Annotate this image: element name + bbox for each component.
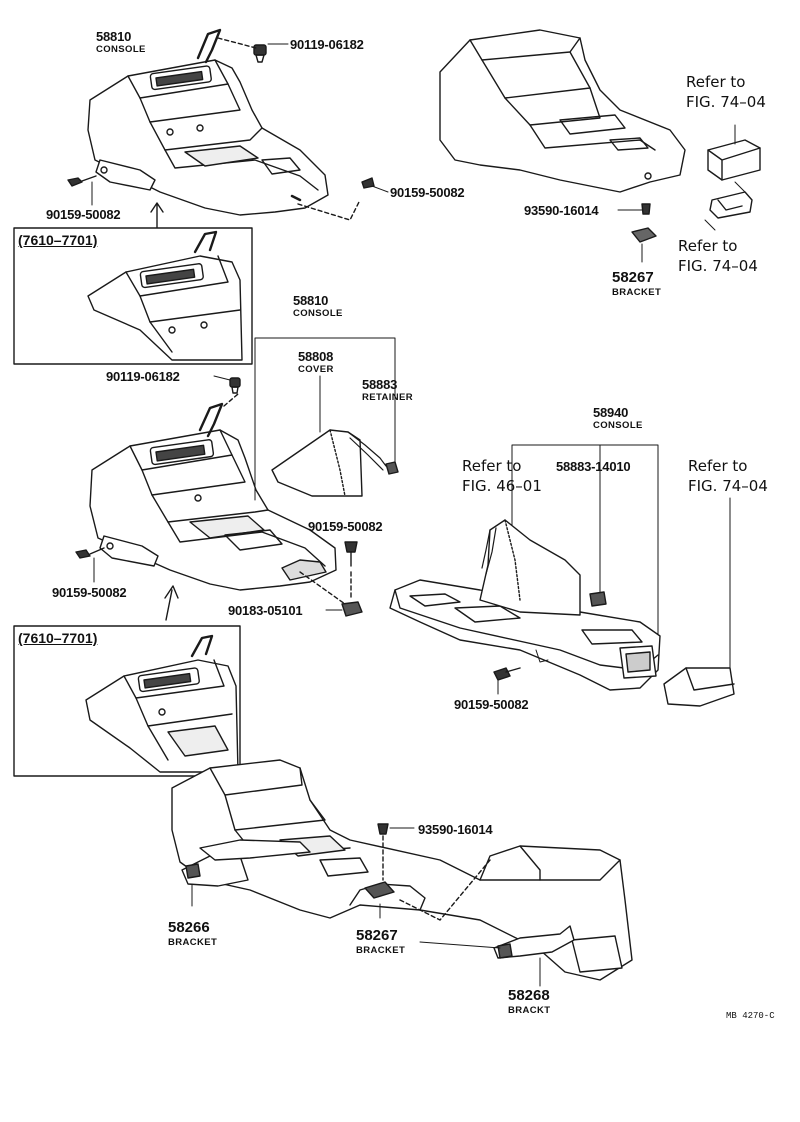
bracket-58266-desc: BRACKET bbox=[168, 937, 218, 948]
retainer-58883-number: 58883 bbox=[362, 377, 398, 392]
refer-74-right-line2: FIG. 74–04 bbox=[688, 477, 768, 495]
screw-middle-left-part-number: 90159-50082 bbox=[52, 585, 127, 600]
bracket-tr-number: 58267 bbox=[612, 269, 654, 286]
console-58810-middle-number: 58810 bbox=[293, 293, 329, 308]
bracket-58267-number: 58267 bbox=[356, 927, 398, 944]
refer-46-line2: FIG. 46–01 bbox=[462, 477, 542, 495]
console-58810-middle-illustration bbox=[75, 375, 363, 621]
console-58810-middle-desc: CONSOLE bbox=[293, 308, 343, 319]
console-58940-desc: CONSOLE bbox=[593, 420, 643, 431]
console-top-right-illustration bbox=[439, 29, 761, 263]
inset-middle-label: (7610–7701) bbox=[18, 630, 98, 646]
inset-7610-7701-top bbox=[13, 227, 253, 365]
bolt-top-part-number: 90119-06182 bbox=[290, 37, 364, 52]
refer-74-right-line1: Refer to bbox=[688, 457, 748, 475]
cover-58808-number: 58808 bbox=[298, 349, 334, 364]
bracket-tr-desc: BRACKET bbox=[612, 287, 662, 298]
bracket-58266-number: 58266 bbox=[168, 919, 210, 936]
refer-46-line1: Refer to bbox=[462, 457, 522, 475]
refer-tr-lower-line1: Refer to bbox=[678, 237, 738, 255]
console-58940-illustration bbox=[389, 444, 735, 707]
screw-tr-part-number: 93590-16014 bbox=[524, 203, 599, 218]
cover-58808-illustration bbox=[254, 337, 399, 501]
refer-tr-lower-line2: FIG. 74–04 bbox=[678, 257, 758, 275]
console-58810-top-desc: CONSOLE bbox=[96, 44, 146, 55]
screw-right-part-number: 90159-50082 bbox=[454, 697, 529, 712]
console-bottom-illustration bbox=[171, 759, 633, 987]
retainer-right-part-number: 58883-14010 bbox=[556, 459, 631, 474]
inset-top-label: (7610–7701) bbox=[18, 232, 98, 248]
screw-top-right-part-number: 90159-50082 bbox=[390, 185, 465, 200]
screw-bottom-part-number: 93590-16014 bbox=[418, 822, 493, 837]
console-58940-number: 58940 bbox=[593, 405, 629, 420]
clip-middle-part-number: 90183-05101 bbox=[228, 603, 303, 618]
inset-7610-7701-middle bbox=[13, 625, 241, 777]
bracket-58267-desc: BRACKET bbox=[356, 945, 406, 956]
bolt-middle-part-number: 90119-06182 bbox=[106, 369, 180, 384]
cover-58808-desc: COVER bbox=[298, 364, 334, 375]
screw-top-left-part-number: 90159-50082 bbox=[46, 207, 121, 222]
bracket-58268-number: 58268 bbox=[508, 987, 550, 1004]
retainer-58883-desc: RETAINER bbox=[362, 392, 414, 403]
figure-code: MB 4270-C bbox=[726, 1011, 775, 1021]
refer-top-line1: Refer to bbox=[686, 73, 746, 91]
refer-top-line2: FIG. 74–04 bbox=[686, 93, 766, 111]
screw-middle-right-part-number: 90159-50082 bbox=[308, 519, 383, 534]
console-58810-top-number: 58810 bbox=[96, 29, 132, 44]
bracket-58268-desc: BRACKT bbox=[508, 1005, 551, 1016]
console-58810-top-illustration bbox=[67, 28, 389, 229]
